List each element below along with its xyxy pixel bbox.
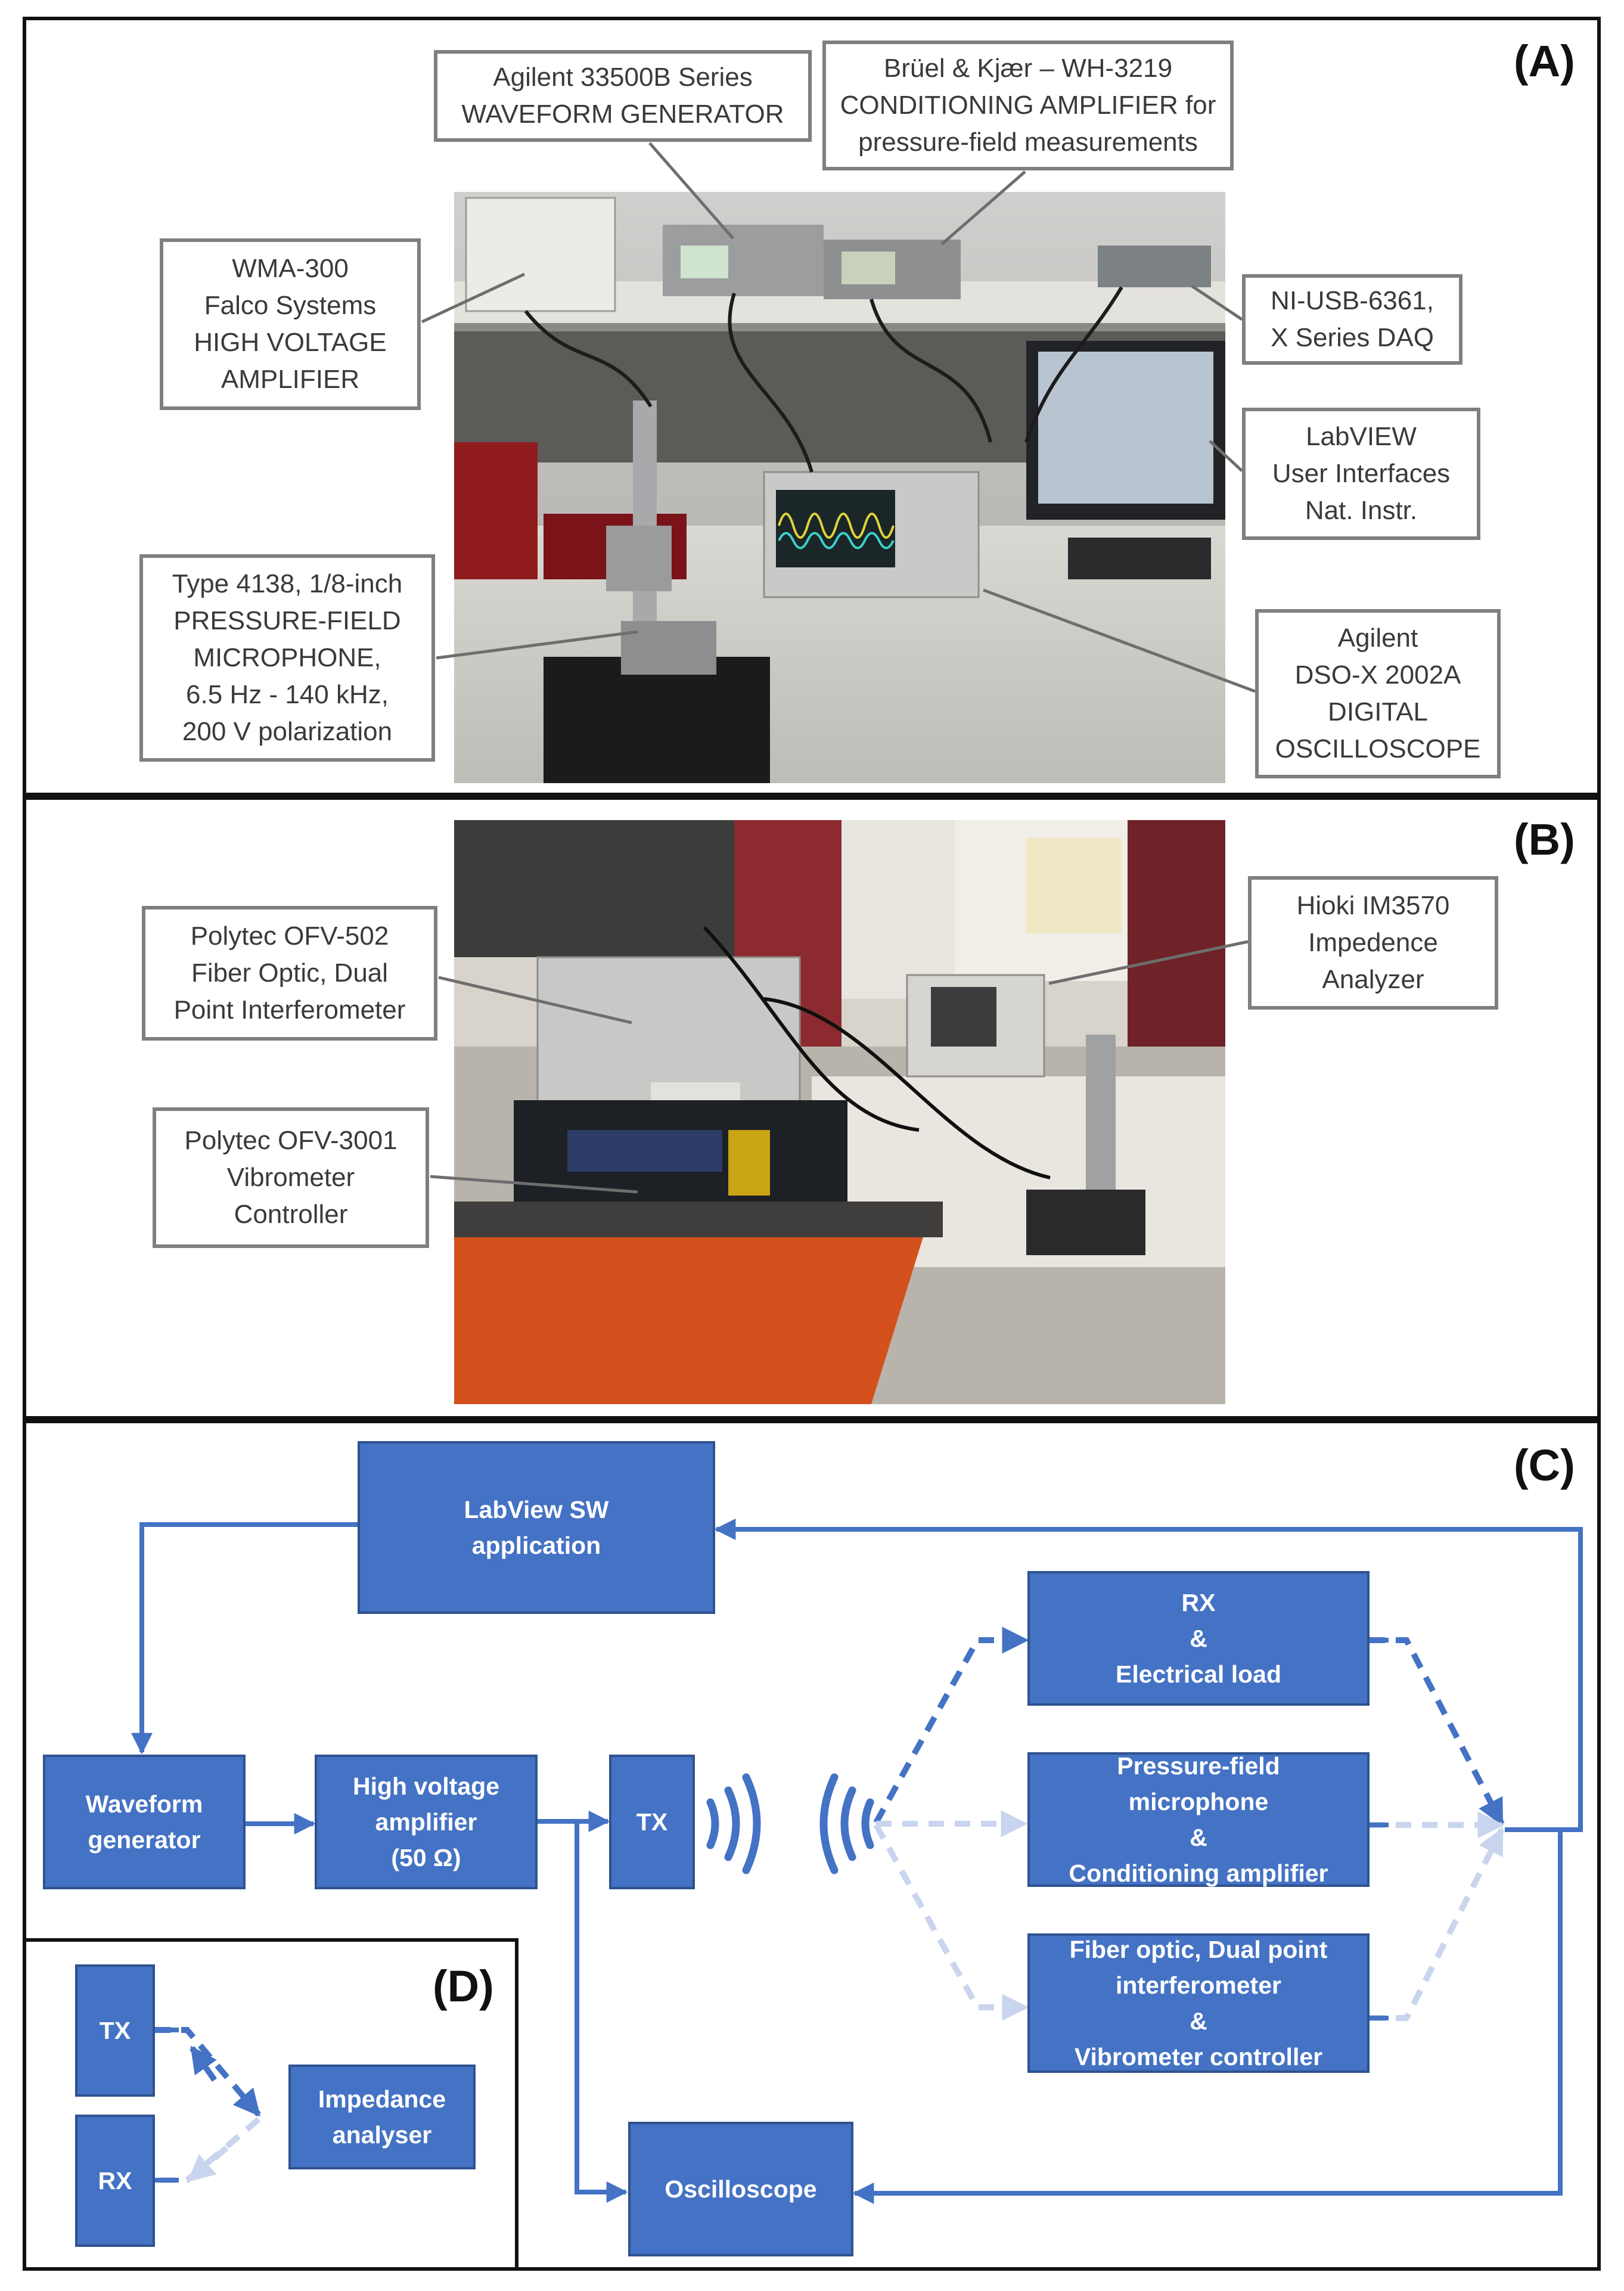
microphone-block: Pressure-field microphone & Conditioning… xyxy=(1027,1752,1370,1887)
tx-block: TX xyxy=(609,1755,695,1889)
callout-conditioning-amplifier: Brüel & Kjær – WH-3219 CONDITIONING AMPL… xyxy=(822,41,1234,170)
d-rx-block: RX xyxy=(75,2115,155,2247)
callout-labview: LabVIEW User Interfaces Nat. Instr. xyxy=(1242,408,1480,540)
vibrometer-photo xyxy=(454,820,1225,1404)
oscilloscope-block: Oscilloscope xyxy=(628,2122,853,2256)
lab-bench-photo xyxy=(454,192,1225,783)
panel-a-letter: (A) xyxy=(1514,36,1575,86)
callout-vibrometer: Polytec OFV-3001 Vibrometer Controller xyxy=(153,1107,429,1248)
panel-d-letter: (D) xyxy=(433,1961,494,2011)
d-tx-block: TX xyxy=(75,1964,155,2097)
hv-amplifier-block: High voltage amplifier (50 Ω) xyxy=(315,1755,538,1889)
panel-c-letter: (C) xyxy=(1514,1441,1575,1490)
callout-daq: NI-USB-6361, X Series DAQ xyxy=(1242,274,1462,365)
callout-microphone: Type 4138, 1/8-inch PRESSURE-FIELD MICRO… xyxy=(139,554,435,762)
callout-waveform-generator: Agilent 33500B Series WAVEFORM GENERATOR xyxy=(434,50,812,142)
labview-sw-block: LabView SW application xyxy=(358,1441,715,1614)
d-impedance-block: Impedance analyser xyxy=(288,2065,476,2169)
panel-b-letter: (B) xyxy=(1514,815,1575,864)
callout-oscilloscope: Agilent DSO-X 2002A DIGITAL OSCILLOSCOPE xyxy=(1255,609,1501,778)
callout-impedance: Hioki IM3570 Impedence Analyzer xyxy=(1248,876,1498,1010)
callout-interferometer: Polytec OFV-502 Fiber Optic, Dual Point … xyxy=(142,906,437,1041)
waveform-generator-block: Waveform generator xyxy=(43,1755,246,1889)
callout-hv-amplifier: WMA-300 Falco Systems HIGH VOLTAGE AMPLI… xyxy=(160,238,421,410)
rx-load-block: RX & Electrical load xyxy=(1027,1571,1370,1706)
fiber-optic-block: Fiber optic, Dual point interferometer &… xyxy=(1027,1933,1370,2073)
